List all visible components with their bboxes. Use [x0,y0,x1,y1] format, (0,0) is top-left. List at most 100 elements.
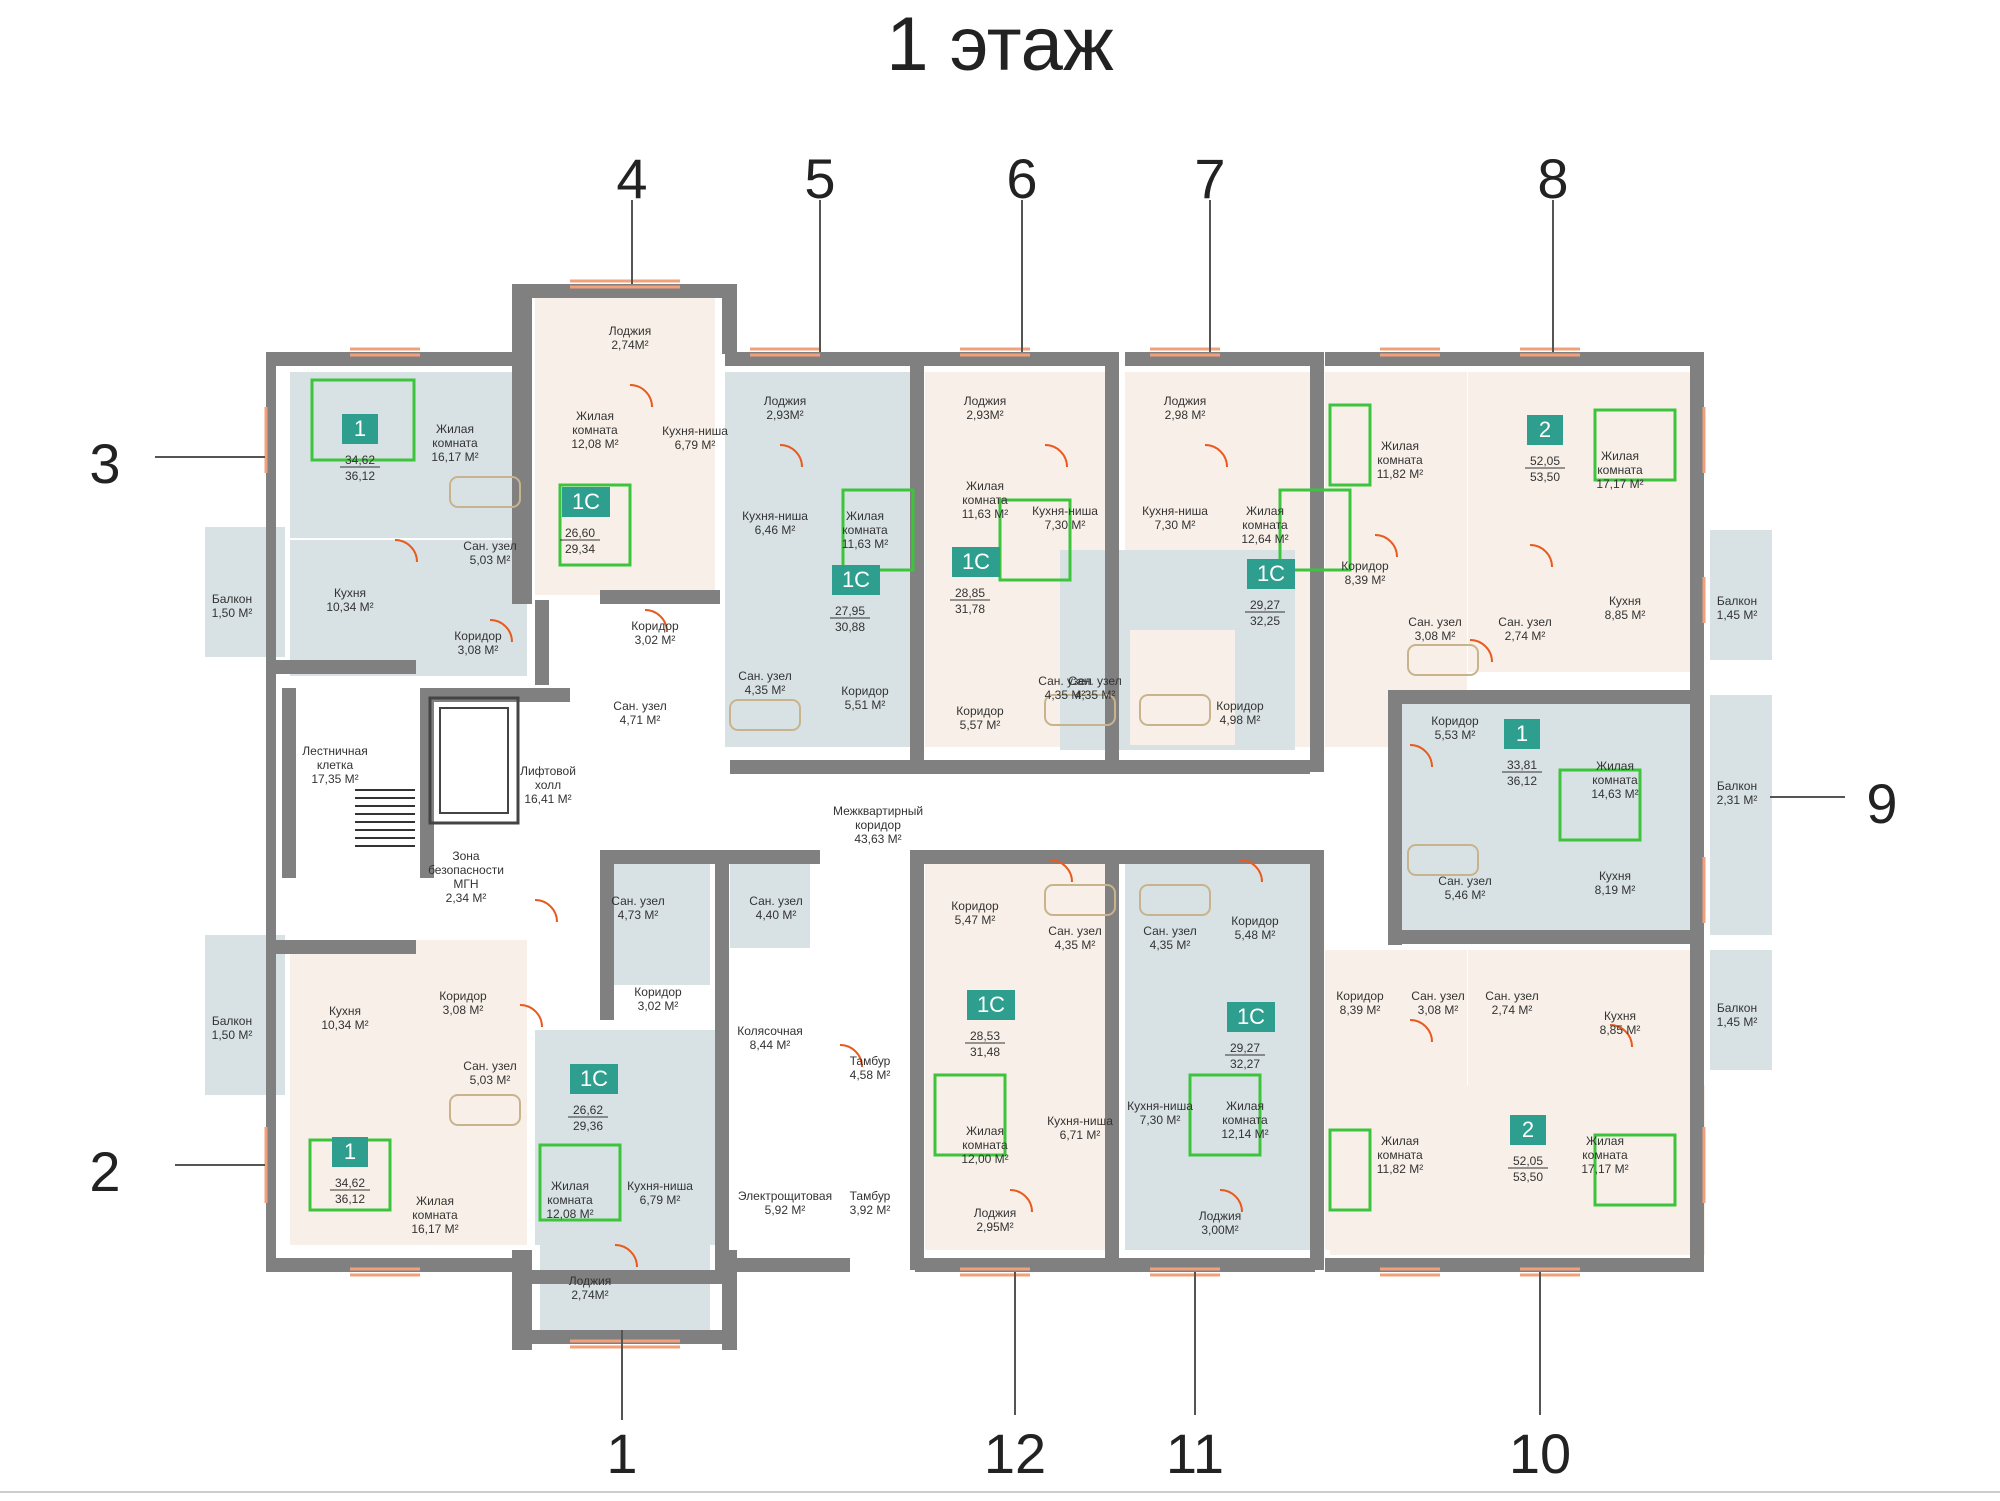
room-label-text: 3,02 М² [635,633,676,647]
room-fill [605,850,710,985]
room-label-text: 2,74 М² [1492,1003,1533,1017]
room-label-text: 16,17 М² [411,1222,458,1236]
furniture-bed [1558,768,1642,842]
apartment-area-living: 29,27 [1250,598,1280,612]
room-label-text: 2,98 М² [1165,408,1206,422]
room-label-text: холл [535,778,561,792]
wall [910,352,924,772]
room-label-text: Колясочная [737,1024,803,1038]
bathtub [449,476,521,508]
apartment-badge [832,565,880,595]
room-label-text: 5,48 М² [1235,928,1276,942]
room-label-text: Балкон [212,592,252,606]
apartment-badge [952,547,1000,577]
door-arc [1374,534,1398,558]
room-label-text: Коридор [1231,914,1279,928]
room-label-text: 8,85 М² [1605,608,1646,622]
room-label-text: Балкон [1717,779,1757,793]
room-label-text: комната [432,436,478,450]
wall [715,850,729,1270]
wall [1310,352,1324,772]
wall [266,352,526,366]
room-label-text: 4,98 М² [1220,713,1261,727]
room-label-text: коридор [855,818,901,832]
room-label-text: Жилая [1601,449,1639,463]
room-label-text: Лоджия [974,1206,1017,1220]
wall [1388,690,1698,704]
room-label-text: Коридор [951,899,999,913]
room-label-text: Коридор [956,704,1004,718]
room-label-text: 4,71 М² [620,713,661,727]
door-arc [629,384,653,408]
room-label-text: 7,30 М² [1045,518,1086,532]
apartment-type: 2 [1522,1117,1534,1142]
room-label-text: 4,35 М² [1150,938,1191,952]
room-fill [535,290,715,405]
door-arc [1049,859,1073,883]
furniture-bed [558,483,632,567]
room-label-text: 1,50 М² [212,1028,253,1042]
apartment-area-total: 29,36 [573,1119,603,1133]
room-label-text: Кухня-ниша [1047,1114,1113,1128]
apartment-badge [1504,719,1540,749]
room-label-text: 17,35 М² [311,772,358,786]
room-label-text: Сан. узел [613,699,666,713]
room-label-text: Коридор [1341,559,1389,573]
room-label-text: комната [1582,1148,1628,1162]
room-fill [290,540,527,676]
room-label-text: Сан. узел [1438,874,1491,888]
apartment-badge [1527,415,1563,445]
wall [266,1258,526,1272]
room-label-text: 3,92 М² [850,1203,891,1217]
room-label-text: 16,41 М² [524,792,571,806]
wall [1388,930,1698,944]
room-label-text: 2,31 М² [1717,793,1758,807]
room-label-text: 7,30 М² [1155,518,1196,532]
apartment-area-total: 29,34 [565,542,595,556]
room-label-text: безопасности [428,863,504,877]
apartment-badge [1247,559,1295,589]
wall [535,600,549,685]
room-label-text: Лоджия [964,394,1007,408]
apartment-area-living: 34,62 [345,453,375,467]
room-label-text: 12,14 М² [1221,1127,1268,1141]
apartment-area-total: 30,88 [835,620,865,634]
windows-doors [264,279,1706,1349]
room-label-text: 1,45 М² [1717,608,1758,622]
room-label-text: Балкон [212,1014,252,1028]
room-label-text: комната [1377,1148,1423,1162]
apartment-number: 9 [1866,772,1897,835]
apartment-area-total: 36,12 [1507,774,1537,788]
room-label-text: МГН [453,877,478,891]
room-label-text: 2,74 М² [1505,629,1546,643]
apartment-type: 1С [977,992,1005,1017]
room-fill [1330,1085,1705,1255]
room-fills [205,290,1772,1332]
wall [266,352,276,1272]
room-label-text: Жилая [966,1124,1004,1138]
room-label-text: Тамбур [850,1189,891,1203]
door-arc [394,539,418,563]
door-arc [1009,1189,1033,1213]
